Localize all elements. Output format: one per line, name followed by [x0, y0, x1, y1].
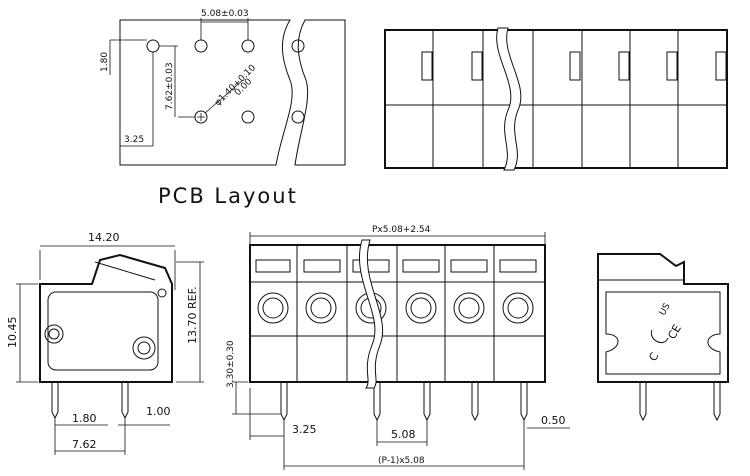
front-pin-len-label: 3.30±0.30	[226, 340, 236, 388]
top-view	[384, 27, 728, 171]
pcb-offset-label: 1.80	[100, 52, 110, 72]
pcb-layout-view: 5.08±0.03 1.80 7.62±0.03 φ1.40+0.10 0.00…	[100, 9, 346, 166]
front-pitch-label: 5.08	[391, 428, 416, 441]
cert-c-mark: C	[646, 350, 661, 363]
side-ref-label: 13.70 REF.	[186, 286, 199, 344]
side-pin-c-label: 7.62	[72, 438, 97, 451]
pcb-pitch-label: 5.08±0.03	[201, 9, 249, 19]
front-pin-w-label: 0.50	[541, 414, 566, 427]
front-width-label: Px5.08+2.54	[372, 225, 431, 235]
front-edge-label: 3.25	[292, 423, 317, 436]
front-view: Px5.08+2.54 3.30±0.30 3.25 5.08 0.50 (P-…	[226, 225, 570, 470]
cert-ce-mark: CE	[665, 322, 684, 341]
cert-us-mark: US	[658, 302, 673, 318]
rear-view: C US CE	[597, 253, 729, 422]
side-width-label: 14.20	[88, 231, 120, 244]
front-total-label: (P-1)x5.08	[378, 456, 425, 466]
side-view: 14.20 10.45 13.70 REF. 1.80 1.00 7.62	[6, 231, 204, 455]
side-pin-b-label: 1.00	[146, 405, 171, 418]
pcb-edge-label: 3.25	[124, 135, 144, 145]
pcb-row-label: 7.62±0.03	[165, 62, 175, 110]
side-height-label: 10.45	[6, 317, 19, 349]
side-pin-a-label: 1.80	[72, 412, 97, 425]
pcb-layout-title: PCB Layout	[158, 184, 298, 208]
